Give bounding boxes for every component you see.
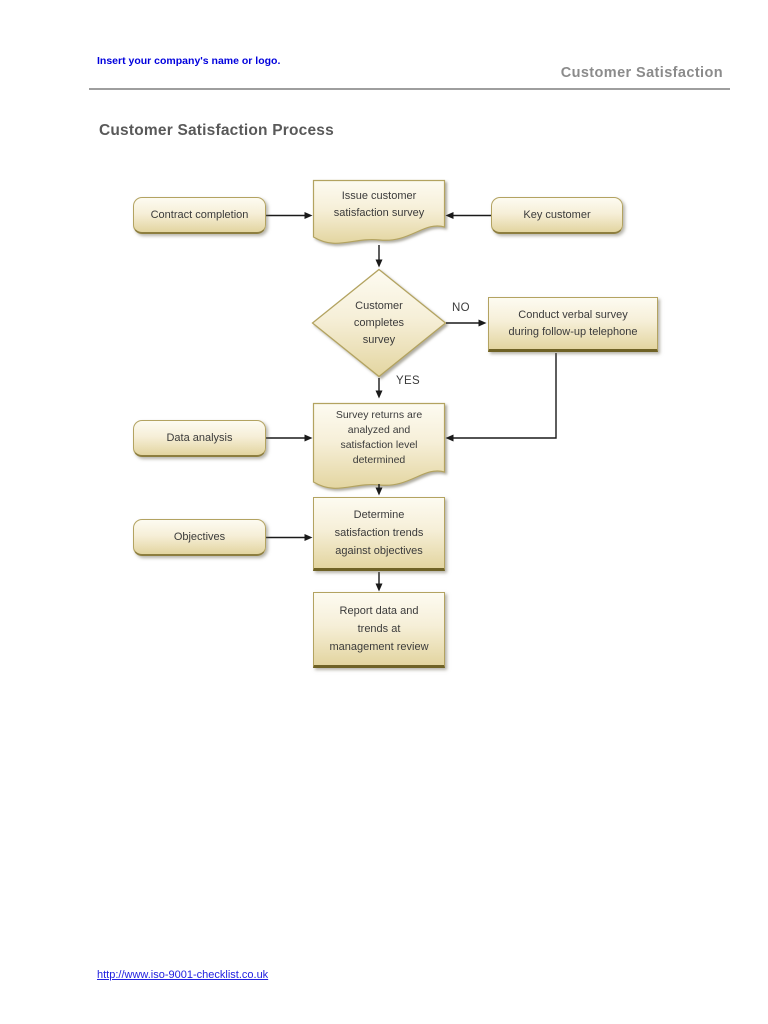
connector-verbal-to-survey: [445, 353, 557, 442]
document-shape-survey-returns: [312, 402, 446, 489]
node-issue-survey-label: Issue customer satisfaction survey: [333, 190, 425, 219]
branch-label-yes: YES: [396, 375, 420, 387]
node-conduct-verbal-survey: Conduct verbal survey during follow-up t…: [488, 297, 658, 352]
page-title: Customer Satisfaction Process: [99, 122, 334, 139]
document-title: Customer Satisfaction: [560, 65, 723, 81]
node-label: Determine satisfaction trends against ob…: [334, 509, 424, 557]
node-determine-trends: Determine satisfaction trends against ob…: [313, 497, 445, 571]
node-label: Report data and trends at management rev…: [329, 605, 429, 653]
node-label: Contract completion: [150, 209, 249, 221]
node-objectives: Objectives: [133, 519, 266, 556]
node-data-analysis: Data analysis: [133, 420, 266, 457]
header-divider: [89, 88, 730, 90]
node-contract-completion: Contract completion: [133, 197, 266, 234]
node-label: Conduct verbal survey during follow-up t…: [508, 308, 638, 338]
node-survey-returns-label: Survey returns are analyzed and satisfac…: [335, 409, 423, 466]
footer-link[interactable]: http://www.iso-9001-checklist.co.uk: [97, 969, 269, 981]
node-label: Data analysis: [166, 432, 233, 444]
branch-label-no: NO: [452, 302, 470, 314]
node-customer-completes-label: Customer completes survey: [353, 299, 405, 346]
document-shape-issue-survey: [312, 179, 446, 244]
node-key-customer: Key customer: [491, 197, 623, 234]
decision-diamond: [311, 268, 447, 378]
node-label: Objectives: [173, 531, 226, 543]
company-name-placeholder: Insert your company's name or logo.: [97, 55, 281, 67]
node-report-data: Report data and trends at management rev…: [313, 592, 445, 668]
node-label: Key customer: [523, 209, 591, 221]
